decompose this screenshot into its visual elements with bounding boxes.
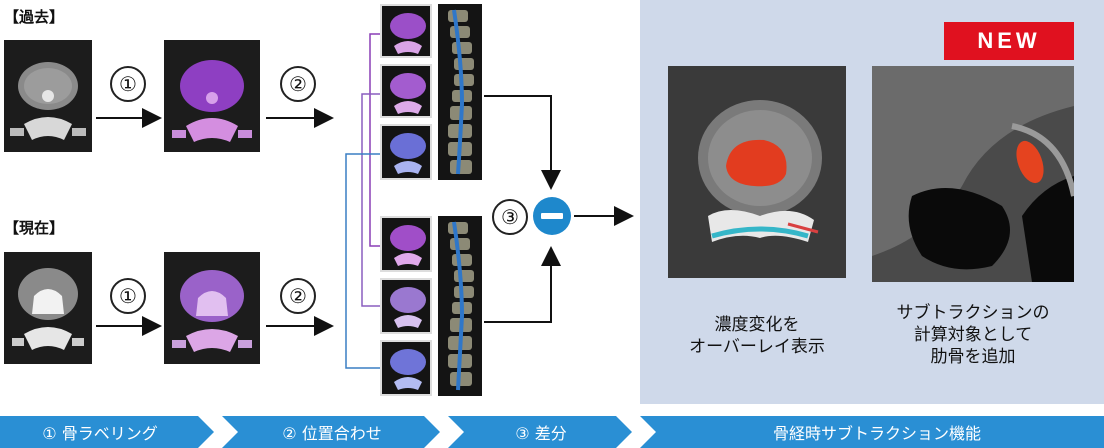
step-registration: ② 位置合わせ	[232, 416, 432, 448]
present-ct-image	[4, 252, 92, 364]
present-thumb-1	[380, 216, 432, 272]
step-labeling: ① 骨ラベリング	[0, 416, 200, 448]
rib-caption-line-1: サブトラクションの	[896, 303, 1050, 323]
present-spine-image	[438, 216, 482, 396]
past-label: 【過去】	[4, 8, 65, 26]
step-registration-text: ② 位置合わせ	[282, 424, 382, 443]
past-thumb-2	[380, 64, 432, 118]
step-labeling-text: ① 骨ラベリング	[42, 424, 158, 443]
overlay-caption-line-1: 濃度変化を	[714, 315, 800, 335]
past-thumb-1	[380, 4, 432, 58]
new-badge: NEW	[944, 22, 1074, 60]
past-spine-image	[438, 4, 482, 180]
step-one-circle-top: ①	[110, 66, 146, 102]
present-thumb-2	[380, 278, 432, 334]
step-subtraction-feature-text: 骨経時サブトラクション機能	[772, 424, 981, 443]
present-label: 【現在】	[4, 219, 65, 237]
step-one-circle-bottom: ①	[110, 278, 146, 314]
step-three-circle: ③	[492, 199, 528, 235]
rib-caption: サブトラクションの 計算対象として 肋骨を追加	[862, 302, 1084, 368]
step-difference: ③ 差分	[458, 416, 624, 448]
step-difference-text: ③ 差分	[515, 424, 567, 443]
past-ct-image	[4, 40, 92, 152]
past-labeled-image	[164, 40, 260, 152]
rib-result-image	[872, 66, 1074, 282]
step-subtraction-feature: 骨経時サブトラクション機能	[650, 416, 1104, 448]
rib-caption-line-2: 計算対象として	[913, 325, 1033, 345]
rib-caption-line-3: 肋骨を追加	[930, 347, 1016, 367]
overlay-result-image	[668, 66, 846, 278]
step-two-circle-bottom: ②	[280, 278, 316, 314]
present-labeled-image	[164, 252, 260, 364]
overlay-caption: 濃度変化を オーバーレイ表示	[668, 314, 846, 358]
present-thumb-3	[380, 340, 432, 396]
past-thumb-3	[380, 124, 432, 180]
overlay-caption-line-2: オーバーレイ表示	[689, 337, 825, 357]
step-two-circle-top: ②	[280, 66, 316, 102]
subtract-icon	[533, 197, 571, 235]
